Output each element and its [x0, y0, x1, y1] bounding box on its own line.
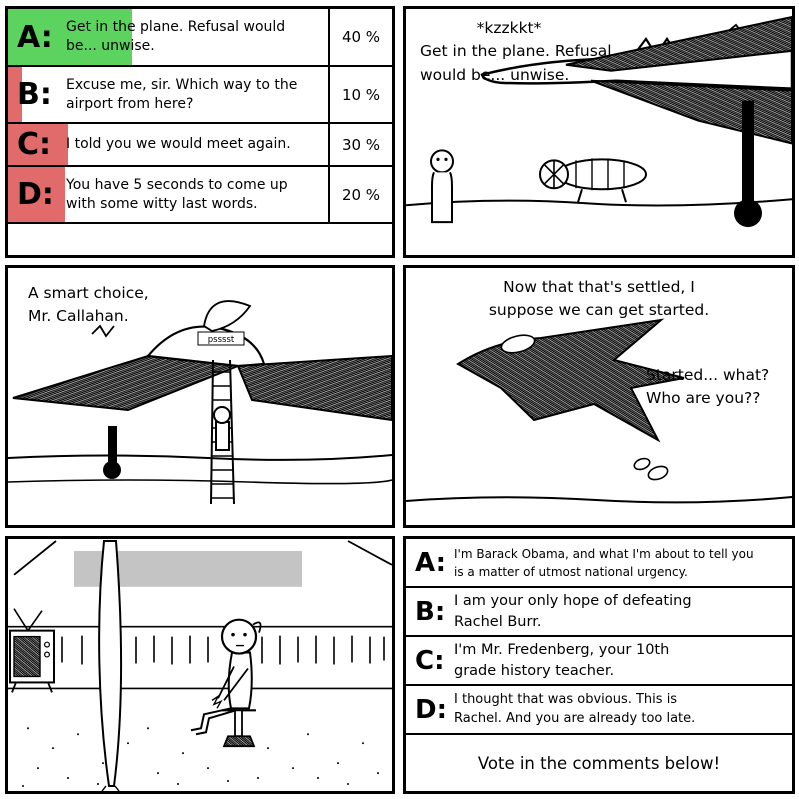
poll-result-bar-d — [8, 167, 65, 222]
poll-option-text-c: I told you we would meet again. — [66, 136, 291, 153]
pole-drawing — [98, 539, 122, 791]
poll-result-bar-a — [8, 9, 132, 65]
poll-option-text-a: Get in the plane. Refusal would be... un… — [66, 19, 286, 54]
landing-gear — [103, 426, 121, 479]
poll-row-b: B: Excuse me, sir. Which way to the airp… — [8, 67, 392, 124]
vote-row-a: A: I'm Barack Obama, and what I'm about … — [406, 539, 792, 588]
jet-drawing — [12, 300, 392, 479]
ground-line — [8, 454, 392, 485]
jet-drawing — [456, 318, 685, 443]
speech-text: A smart choice, Mr. Callahan. — [28, 284, 149, 326]
cargo-cart-drawing — [539, 158, 647, 203]
vote-letter-c: C: — [415, 645, 445, 676]
vote-row-b: B: I am your only hope of defeating Rach… — [406, 588, 792, 637]
vote-footer-text: Vote in the comments below! — [477, 753, 721, 773]
canopy — [500, 334, 536, 354]
poll-row-a: A: Get in the plane. Refusal would be...… — [8, 9, 392, 67]
vote-row-c: C: I'm Mr. Fredenberg, your 10th grade h… — [406, 637, 792, 686]
poll-percent-c: 30 % — [328, 124, 392, 165]
poll-option-text-d: You have 5 seconds to come up with some … — [66, 176, 288, 212]
open-canopy — [203, 300, 252, 332]
speech-text: Get in the plane. Refusal would be... un… — [420, 42, 612, 84]
stool-drawing — [222, 709, 256, 748]
flight-drawing — [406, 318, 792, 504]
cockpit-sound-text: psssst — [208, 335, 235, 345]
poll-row-d: D: You have 5 seconds to come up with so… — [8, 167, 392, 224]
poll-empty-row — [8, 224, 392, 255]
poll-option-text-b: Excuse me, sir. Which way to the airport… — [66, 76, 298, 112]
ground-line — [406, 198, 792, 207]
boarding-drawing: psssst — [8, 300, 392, 505]
vote-letter-a: A: — [415, 547, 447, 578]
stick-figure — [430, 149, 454, 224]
vote-option-text-b: I am your only hope of defeating Rachel … — [454, 593, 692, 630]
vote-option-text-d: I thought that was obvious. This is Rach… — [454, 692, 696, 726]
panel-vote-options: A: I'm Barack Obama, and what I'm about … — [403, 536, 795, 794]
jet-drawing — [480, 15, 792, 228]
cabin-drawing — [8, 539, 392, 791]
landing-gear — [734, 100, 762, 228]
vote-option-text-c: I'm Mr. Fredenberg, your 10th grade hist… — [454, 642, 670, 679]
vote-letter-b: B: — [415, 596, 446, 627]
poll-result-bar-b — [8, 67, 22, 122]
ground-line — [406, 496, 792, 504]
airfield-drawing — [406, 15, 792, 228]
poll-percent-a: 40 % — [328, 9, 392, 65]
panel-jet-flight: Now that that's settled, I suppose we ca… — [403, 265, 795, 528]
poll-percent-d: 20 % — [328, 167, 392, 222]
seated-figure — [190, 618, 262, 736]
vote-letter-d: D: — [415, 694, 447, 725]
squiggle-mark — [91, 324, 115, 338]
panel-plane-exterior: *kzzkkt* Get in the plane. Refusal would… — [403, 6, 795, 258]
poll-row-c: C: I told you we would meet again. 30 % — [8, 124, 392, 167]
poll-result-bar-c — [8, 124, 68, 165]
poll-letter-a: A: — [17, 19, 53, 55]
hair-bun — [252, 621, 262, 633]
radio-noise-text: *kzzkkt* — [476, 19, 542, 37]
ceiling-lines — [13, 540, 392, 576]
hands-scribble — [211, 694, 223, 709]
poll-percent-b: 10 % — [328, 67, 392, 122]
vote-row-d: D: I thought that was obvious. This is R… — [406, 686, 792, 735]
vote-option-text-a: I'm Barack Obama, and what I'm about to … — [454, 546, 754, 579]
speech-bubble: *kzzkkt* Get in the plane. Refusal would… — [420, 17, 630, 87]
reply-text: Started... what? Who are you?? — [646, 366, 770, 408]
panel-cabin-interior — [5, 536, 395, 794]
tv-drawing — [9, 608, 55, 693]
poll-letter-b: B: — [17, 77, 52, 112]
panel-boarding: psssst A smart choice, Mr. Callahan. — [5, 265, 395, 528]
exhaust-puffs — [633, 457, 669, 481]
panel-poll-results: A: Get in the plane. Refusal would be...… — [5, 6, 395, 258]
climbing-figure — [213, 406, 231, 451]
speech-text: Now that that's settled, I suppose we ca… — [488, 278, 710, 320]
cockpit-sound-tag: psssst — [197, 331, 245, 346]
poll-letter-c: C: — [17, 127, 52, 162]
floor-speckles — [22, 727, 379, 788]
wall-lines — [8, 625, 392, 690]
poll-letter-d: D: — [17, 177, 54, 212]
